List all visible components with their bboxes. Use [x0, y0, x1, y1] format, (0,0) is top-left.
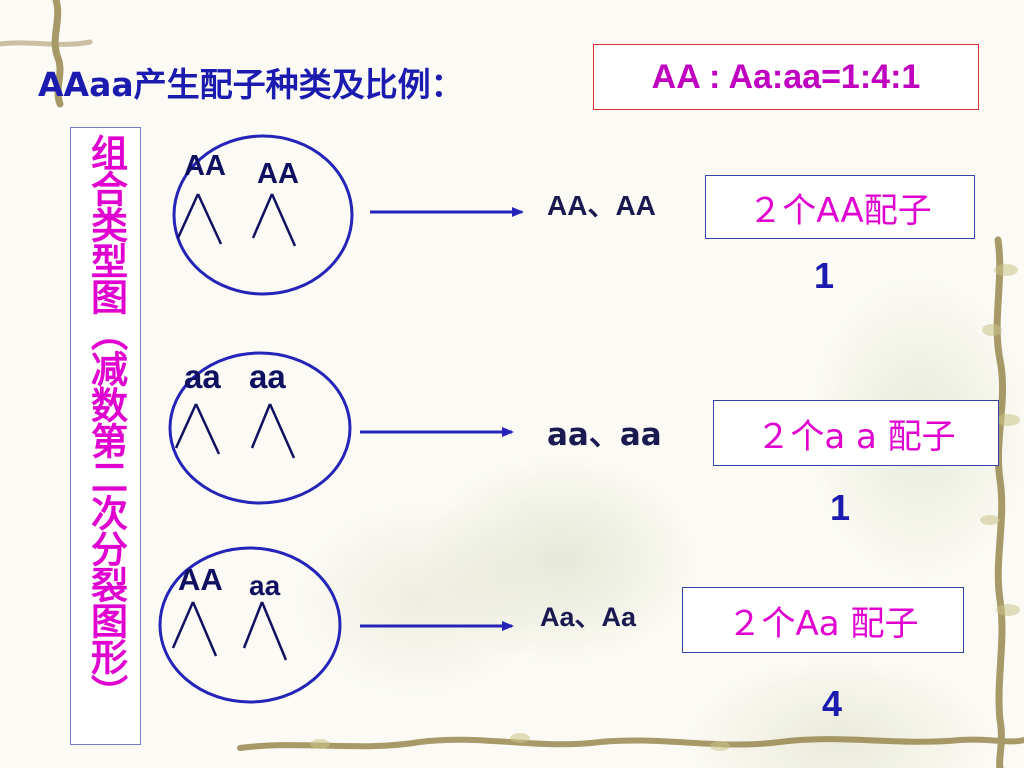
ratio-text: AA : Aa:aa=1:4:1: [651, 57, 921, 96]
cell-circle-3: [158, 546, 342, 704]
gene-right-3: aa: [249, 570, 281, 601]
chromosome-pair-1: [176, 193, 297, 247]
gamete-box-1: ２个AA配子: [705, 175, 975, 239]
gamete-label-3: ２个Aa 配子: [727, 603, 919, 644]
gene-left-1: AA: [184, 150, 226, 182]
count-row-3: 4: [822, 683, 843, 724]
side-label: 组合类型图（减数第二次分裂图形）: [84, 134, 128, 710]
gene-left-2: aa: [184, 358, 221, 395]
gamete-box-3: ２个Aa 配子: [682, 587, 964, 653]
gene-right-2: aa: [249, 358, 286, 395]
side-label-box: 组合类型图（减数第二次分裂图形）: [70, 127, 141, 745]
chromosome-pair-3: [171, 601, 288, 661]
result-row-2: aa、aa: [547, 417, 662, 453]
gamete-box-2: ２个a a 配子: [713, 400, 999, 466]
gene-left-3: AA: [178, 562, 223, 597]
page-title: AAaa产生配子种类及比例：: [38, 65, 464, 104]
gamete-label-2: ２个a a 配子: [756, 416, 956, 457]
result-row-3: Aa、Aa: [540, 602, 637, 632]
title-row: AAaa产生配子种类及比例：: [38, 56, 464, 108]
gamete-label-1: ２个AA配子: [748, 190, 932, 231]
ratio-box: AA : Aa:aa=1:4:1: [593, 44, 979, 110]
cell-circle-2: [168, 351, 352, 505]
gene-right-1: AA: [257, 158, 299, 190]
count-row-1: 1: [814, 255, 835, 296]
count-row-2: 1: [830, 487, 851, 528]
result-row-1: AA、AA: [547, 190, 656, 221]
chromosome-pair-2: [174, 403, 296, 459]
cell-circle-1: [172, 134, 354, 296]
